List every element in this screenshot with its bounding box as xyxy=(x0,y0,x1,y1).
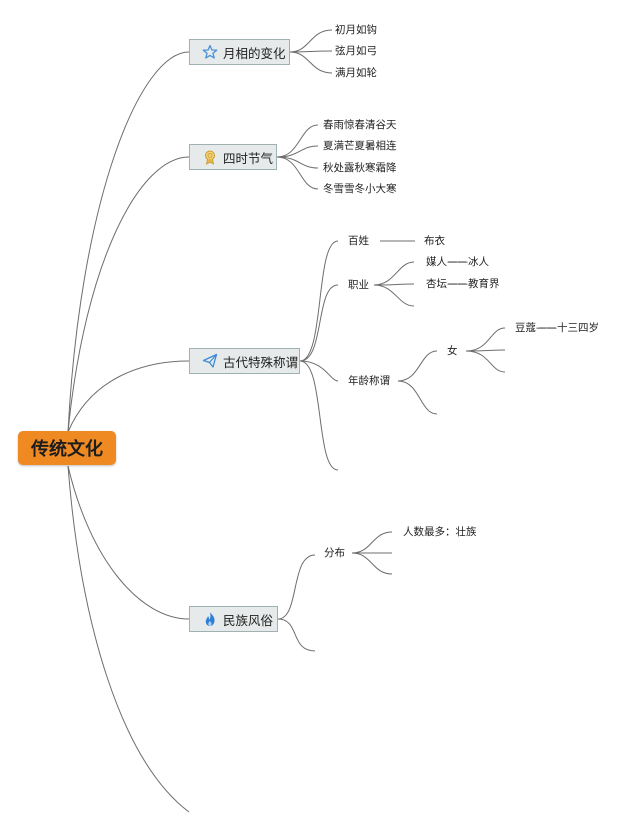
profession-item[interactable]: 媒人——冰人 xyxy=(426,256,489,268)
moon-item[interactable]: 初月如钩 xyxy=(335,24,377,36)
topic-label: 四时节气 xyxy=(223,150,274,166)
topic-solar-terms[interactable]: 四时节气 xyxy=(189,144,277,170)
flame-icon xyxy=(202,611,218,627)
solar-term-item[interactable]: 冬雪雪冬小大寒 xyxy=(323,183,397,195)
topic-label: 古代特殊称谓 xyxy=(223,354,299,370)
star-icon xyxy=(202,44,218,60)
solar-term-item[interactable]: 春雨惊春清谷天 xyxy=(323,119,397,131)
medal-icon xyxy=(202,149,218,165)
distribution-label[interactable]: 分布 xyxy=(324,547,345,559)
distribution-item[interactable]: 人数最多：壮族 xyxy=(403,526,477,538)
solar-term-item[interactable]: 夏满芒夏暑相连 xyxy=(323,140,397,152)
commoner-value[interactable]: 布衣 xyxy=(424,235,445,247)
topic-ancient-titles[interactable]: 古代特殊称谓 xyxy=(189,348,300,374)
profession-label[interactable]: 职业 xyxy=(348,279,369,291)
commoner-label[interactable]: 百姓 xyxy=(348,235,369,247)
moon-item[interactable]: 弦月如弓 xyxy=(335,45,377,57)
topic-ethnic-customs[interactable]: 民族风俗 xyxy=(189,606,278,632)
solar-term-item[interactable]: 秋处露秋寒霜降 xyxy=(323,162,397,174)
moon-item[interactable]: 满月如轮 xyxy=(335,67,377,79)
profession-item[interactable]: 杏坛——教育界 xyxy=(426,278,500,290)
topic-moon-phases[interactable]: 月相的变化 xyxy=(189,39,290,65)
paper-plane-icon xyxy=(202,353,218,369)
root-node[interactable]: 传统文化 xyxy=(18,431,116,465)
topic-label: 民族风俗 xyxy=(223,612,274,628)
age-title-label[interactable]: 年龄称谓 xyxy=(348,375,390,387)
female-label[interactable]: 女 xyxy=(447,345,458,357)
female-item[interactable]: 豆蔻——十三四岁 xyxy=(515,322,599,334)
topic-label: 月相的变化 xyxy=(223,45,286,61)
